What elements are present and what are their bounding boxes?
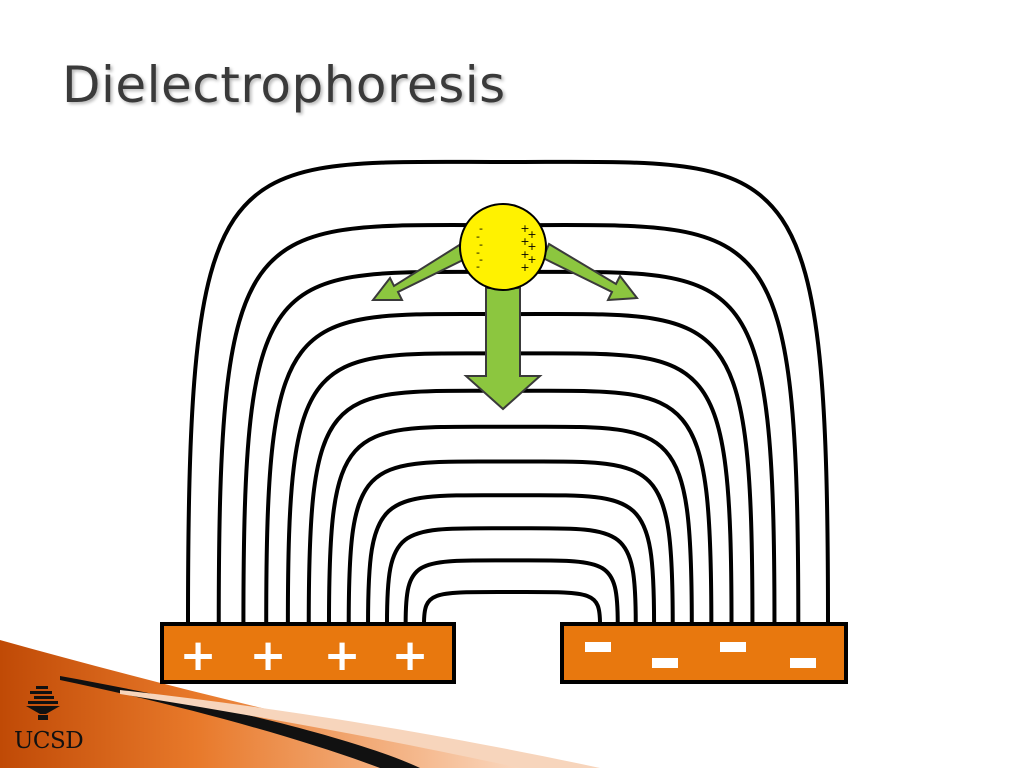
negative-sign: [720, 642, 746, 652]
particle-body: [459, 203, 547, 291]
negative-charge: -: [479, 222, 483, 235]
positive-charge: +: [520, 222, 529, 235]
field-line: [366, 493, 657, 625]
force-arrows: [370, 242, 639, 411]
particle-positive-charges: + + + + + + +: [520, 222, 536, 274]
corner-swoosh: [0, 640, 600, 768]
slide-title: Dielectrophoresis: [62, 56, 506, 114]
ucsd-logo-icon: [26, 686, 60, 720]
negative-sign: [652, 658, 678, 668]
field-line: [346, 459, 675, 625]
negative-sign: [790, 658, 816, 668]
positive-sign: +: [250, 630, 287, 681]
left-force-arrow: [370, 242, 469, 301]
electrode-negative: [560, 622, 848, 684]
positive-charge: +: [520, 235, 529, 248]
negative-charge: -: [476, 260, 480, 273]
positive-charge: +: [520, 261, 529, 274]
electrode-negative-signs: [585, 642, 816, 668]
electrode-positive: [160, 622, 456, 684]
negative-charge: -: [476, 230, 480, 243]
positive-sign: +: [324, 630, 361, 681]
polarized-particle: - - - - - - + + + + + + +: [459, 203, 547, 291]
positive-sign: +: [180, 630, 217, 681]
electrode-positive-signs: + + + +: [180, 630, 429, 681]
field-line: [403, 558, 620, 625]
negative-charge: -: [476, 246, 480, 259]
positive-charge: +: [527, 240, 536, 253]
ucsd-logo-text: UCSD: [14, 728, 84, 754]
particle-negative-charges: - - - - - -: [476, 222, 483, 273]
field-line: [422, 589, 602, 625]
positive-charge: +: [527, 253, 536, 266]
field-line: [186, 159, 830, 625]
negative-charge: -: [479, 238, 483, 251]
negative-charge: -: [479, 253, 483, 266]
down-force-arrow: [463, 287, 543, 411]
negative-sign: [585, 642, 611, 652]
positive-charge: +: [520, 248, 529, 261]
field-line: [326, 424, 694, 625]
right-force-arrow: [541, 242, 639, 302]
field-line: [384, 526, 638, 625]
positive-charge: +: [527, 228, 536, 241]
positive-sign: +: [392, 630, 429, 681]
